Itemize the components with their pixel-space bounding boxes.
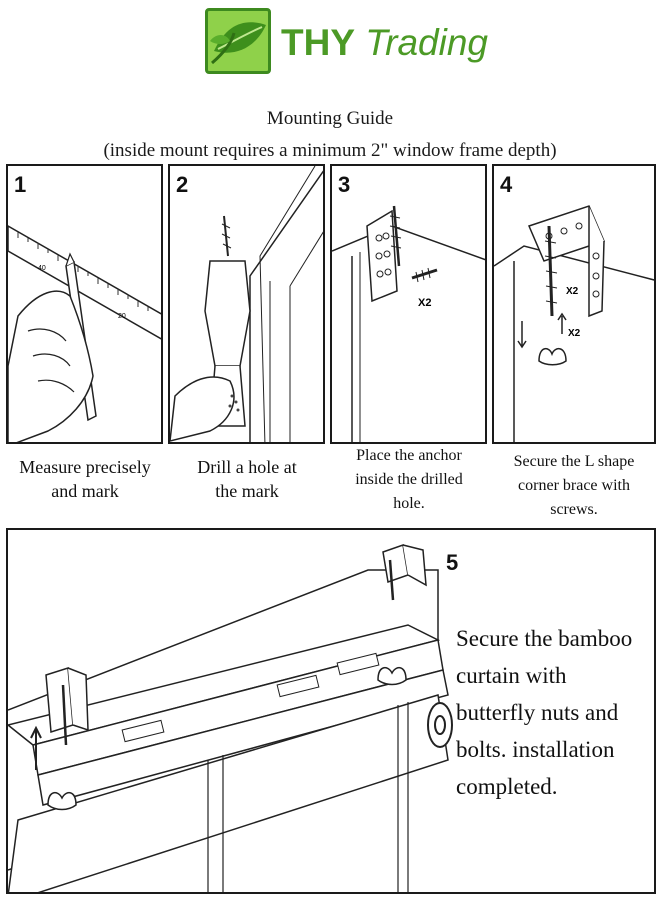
step-1-caption: Measure precisely and mark (0, 455, 170, 503)
step-4-number: 4 (500, 172, 513, 197)
step-4-panel: X2 X2 4 (492, 164, 656, 444)
step-2-number: 2 (176, 172, 189, 197)
step-5-caption-line-5: completed. (456, 774, 558, 799)
step-4-caption-line-1: Secure the L shape (513, 453, 635, 470)
step-5-caption: Secure the bamboo curtain with butterfly… (456, 620, 656, 805)
step-1-caption-line-1: Measure precisely (19, 457, 151, 477)
step-2-caption-line-1: Drill a hole at (197, 457, 297, 477)
step-5-number: 5 (446, 550, 459, 575)
step-5-caption-line-2: curtain with (456, 663, 567, 688)
step-1-number: 1 (14, 172, 27, 197)
drill-into-frame-icon (170, 166, 323, 442)
step-3-caption-line-2: inside the drilled (355, 471, 463, 488)
logo-icon (205, 8, 271, 74)
step-3-callout: X2 (418, 297, 431, 309)
ruler-mark-40: 40 (38, 265, 46, 272)
step-3-panel: X2 3 (330, 164, 487, 444)
step-3-caption-line-1: Place the anchor (356, 447, 462, 464)
brand-name-bold: THY (281, 22, 355, 63)
step-4-caption-line-2: corner brace with (518, 477, 630, 494)
rolled-curtain-mounted-icon (8, 543, 453, 892)
guide-title: Mounting Guide (266, 108, 394, 129)
step-3-caption-line-3: hole. (393, 495, 425, 512)
pencil-marking-ruler-icon: 40 20 (8, 225, 161, 442)
step-5-caption-line-4: bolts. installation (456, 737, 615, 762)
step-4-callout-a: X2 (566, 286, 579, 297)
step-2-caption: Drill a hole at the mark (166, 455, 328, 503)
step-5-panel: 5 (6, 528, 656, 894)
step-4-caption-line-3: screws. (550, 501, 598, 518)
brand-name: THY Trading (281, 22, 488, 72)
step-4-callout-b: X2 (568, 328, 581, 339)
step-1-panel: 40 20 1 (6, 164, 163, 444)
l-brace-with-nut-icon: X2 X2 (494, 205, 654, 442)
step-2-caption-line-2: the mark (215, 481, 279, 501)
step-5-caption-line-1: Secure the bamboo (456, 626, 633, 651)
step-3-caption: Place the anchor inside the drilled hole… (328, 444, 490, 516)
step-3-number: 3 (338, 172, 351, 197)
step-5-caption-line-3: butterfly nuts and (456, 700, 619, 725)
guide-subtitle: (inside mount requires a minimum 2" wind… (103, 140, 557, 161)
anchor-and-bracket-icon: X2 (332, 205, 485, 442)
step-1-caption-line-2: and mark (51, 481, 119, 501)
ruler-mark-20: 20 (118, 313, 126, 320)
step-2-panel: 2 (168, 164, 325, 444)
brand-name-rest: Trading (355, 22, 488, 63)
step-4-caption: Secure the L shape corner brace with scr… (490, 450, 658, 522)
